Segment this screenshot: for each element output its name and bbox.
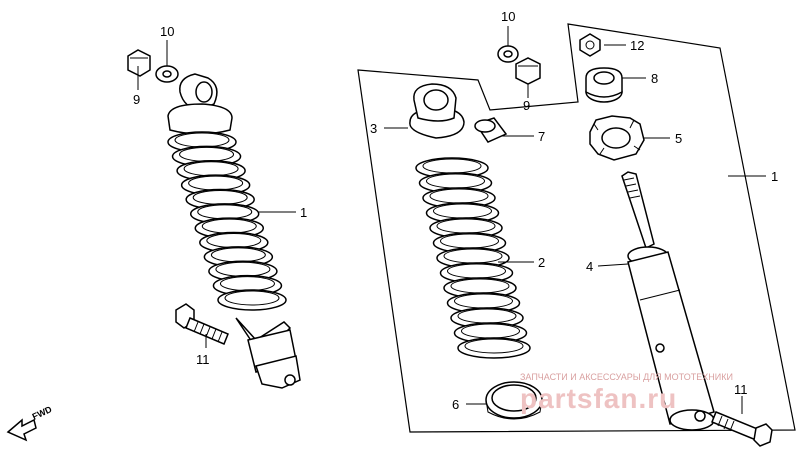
callout-11-right: 11 xyxy=(734,382,748,397)
fwd-label: FWD xyxy=(31,404,54,422)
callout-10-mid: 10 xyxy=(501,9,515,24)
callout-1-right: 1 xyxy=(771,169,778,184)
fwd-arrow: FWD xyxy=(6,404,54,442)
washer-mid xyxy=(497,45,519,63)
callout-10-left: 10 xyxy=(160,24,174,39)
callout-12: 12 xyxy=(630,38,644,53)
damper-unit xyxy=(621,171,715,431)
bushing xyxy=(474,117,508,143)
main-spring-coil-inner xyxy=(464,338,524,354)
lock-nut xyxy=(579,33,601,57)
callout-6: 6 xyxy=(452,397,459,412)
cap-nut-mid xyxy=(515,57,541,85)
callout-8: 8 xyxy=(651,71,658,86)
bolt-right xyxy=(711,411,773,447)
spring-adjuster xyxy=(589,115,645,161)
main-spring xyxy=(415,157,531,359)
rubber-bushing xyxy=(585,67,623,103)
exploded-view-frame xyxy=(357,23,796,433)
callout-5: 5 xyxy=(675,131,682,146)
watermark: ЗАПЧАСТИ И АКСЕССУАРЫ ДЛЯ МОТОТЕХНИКИ pa… xyxy=(520,372,733,414)
bolt-left xyxy=(175,303,229,345)
upper-spring-seat xyxy=(409,83,465,139)
lower-spring-seat xyxy=(485,381,543,420)
main-spring-coil xyxy=(457,337,531,359)
callout-4: 4 xyxy=(586,259,593,274)
left-spring-coil xyxy=(217,289,287,311)
washer-left xyxy=(155,65,179,83)
callout-1-left: 1 xyxy=(300,205,307,220)
watermark-caption: ЗАПЧАСТИ И АКСЕССУАРЫ ДЛЯ МОТОТЕХНИКИ xyxy=(520,372,733,382)
callout-2: 2 xyxy=(538,255,545,270)
cap-nut-left xyxy=(127,49,151,77)
callout-7: 7 xyxy=(538,129,545,144)
assembled-shock-absorber xyxy=(167,73,301,389)
callout-numbers: 10 9 1 11 10 9 3 7 2 6 12 8 5 1 4 11 xyxy=(133,9,778,412)
watermark-logo: partsfan.ru xyxy=(520,383,677,414)
callout-9-left: 9 xyxy=(133,92,140,107)
callout-3: 3 xyxy=(370,121,377,136)
callout-9-mid: 9 xyxy=(523,98,530,113)
leader-lines xyxy=(137,26,766,414)
callout-11-left: 11 xyxy=(196,352,210,367)
left-spring-coil-inner xyxy=(224,290,280,306)
